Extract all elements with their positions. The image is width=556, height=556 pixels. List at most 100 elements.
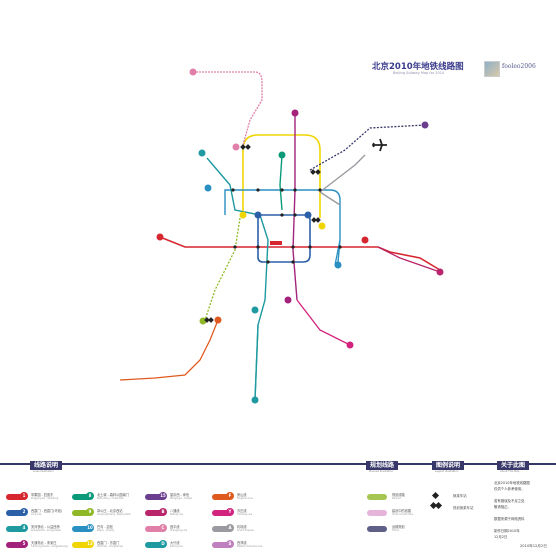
line-1 [159,236,441,271]
line-number-badge: 13 [86,540,94,548]
line-number-badge: 4 [20,524,28,532]
terminal-line5b[interactable] [304,211,312,219]
section-legend-en: Legend Illustration [435,470,459,473]
line-name: 房山线 [237,493,247,497]
line-west [334,239,341,266]
line-name: 北土城 - 森林公园南门 [97,493,129,497]
planned-color-swatch [367,510,387,516]
terminal-line8[interactable] [278,151,286,159]
section-lines: 线路说明 [30,461,63,470]
line-name-en: Tiantongyuanbei - Songjiazhuang [31,545,68,548]
terminal-batong[interactable] [436,268,444,276]
terminal-line5-south[interactable] [284,296,292,304]
terminal-line2[interactable] [254,211,262,219]
terminal-fangshan[interactable] [214,316,222,324]
line-name-en: Batong Line [170,513,184,516]
terminal-yizhuang[interactable] [346,341,354,349]
map-title: 北京2010年地铁线路图 [372,62,464,72]
section-legend: 图例说明 [432,461,465,470]
line-name-en: Daxing Line [170,545,183,548]
line-color-swatch [72,542,92,548]
section-planned: 规划线路 [366,461,399,470]
about-line: 数据来源于网络资料 [494,517,525,521]
about-line: 仅供个人参考使用。 [494,487,525,491]
line-name: 巴沟 - 劲松 [97,525,113,529]
about-line: 12月2日 [494,535,508,539]
planned-name-en: Under Construction [392,513,414,516]
terminal-line4-south[interactable] [251,306,259,314]
line-number-badge: 2 [20,508,28,516]
line-number-badge: F [226,492,234,500]
terminal-line13[interactable] [239,211,247,219]
about-line: 制作日期2010年 [494,529,520,533]
line-name-en: Bagou - Jinsong [97,529,115,532]
line-15 [309,124,426,171]
line-name-en: Anheqiaobei - Gongyixiqiao [31,529,62,532]
line-fangshan [119,319,219,381]
line-color-swatch [6,494,26,500]
divider-bar [0,463,556,465]
terminal-changping[interactable] [189,68,197,76]
airplane-icon [371,138,387,152]
line-name-en: Loop Line [31,513,42,516]
terminal-line1-east[interactable] [361,236,369,244]
terminal-line13b[interactable] [318,222,326,230]
line-number-badge: 8 [86,492,94,500]
terminal-line1-west[interactable] [156,233,164,241]
terminal-line10[interactable] [334,261,342,269]
section-about: 关于此图 [497,461,530,470]
line-color-swatch [212,542,232,548]
planned-color-swatch [367,494,387,500]
tiananmen-icon [270,241,282,245]
line-name: 西直门 - 西直门(环线) [31,509,63,513]
line-name: 西直门 - 东直门 [97,541,120,545]
terminal-line5-north[interactable] [291,109,299,117]
planned-name-en: Planned [392,497,401,500]
line-color-swatch [72,494,92,500]
line-color-swatch [145,510,165,516]
terminal-line9[interactable] [199,317,207,325]
line-color-swatch [145,542,165,548]
line-name-en: Xizhimen - Dongzhimen [97,545,124,548]
terminal-line10b[interactable] [204,184,212,192]
line-color-swatch [6,542,26,548]
author-name[interactable]: fooleo2006 [502,63,536,70]
terminal-line4-north[interactable] [198,149,206,157]
line-name-en: Fangshan Line [237,497,253,500]
terminal-daxing[interactable] [251,396,259,404]
planned-name: 规划线路 [392,493,405,497]
line-number-badge: Y [226,508,234,516]
line-2 [257,214,311,263]
line-name-en: Guogongzhuang - Beijing West [97,513,131,516]
line-number-badge: B [159,508,167,516]
terminal-line15[interactable] [421,121,429,129]
terminal-changping2[interactable] [232,143,240,151]
line-color-swatch [72,510,92,516]
line-name: 昌平线 [170,525,180,529]
line-9 [204,217,241,321]
map-subtitle: Beijing Subway Map for 2010 [393,71,445,75]
line-name: 西郊线 [237,541,247,545]
planned-name: 建设中的线路 [392,509,412,513]
line-name: 亦庄线 [237,509,247,513]
